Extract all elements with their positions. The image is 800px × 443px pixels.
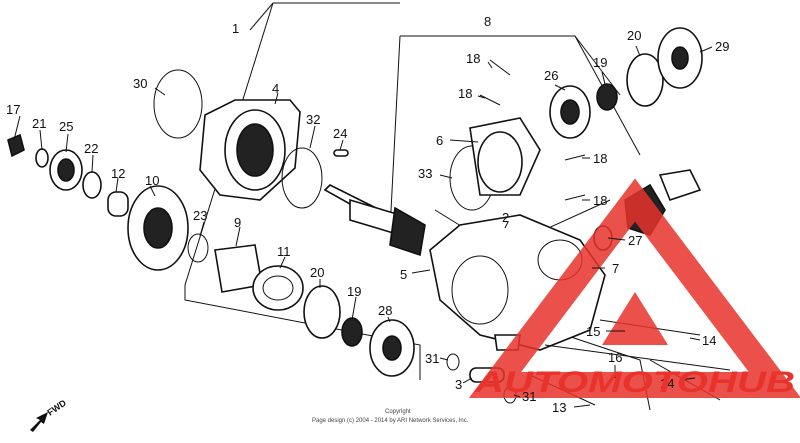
callout-18b: 18 — [458, 86, 472, 101]
callout-29: 29 — [715, 39, 729, 54]
callout-3: 3 — [455, 377, 462, 392]
shaft-gear — [323, 184, 426, 257]
callout-16: 16 — [608, 350, 622, 365]
callout-21: 21 — [32, 116, 46, 131]
watermark-logo — [468, 178, 800, 398]
callout-6: 6 — [436, 133, 443, 148]
callout-19b: 19 — [347, 284, 361, 299]
callout-5: 5 — [400, 267, 407, 282]
lower-stack — [187, 233, 415, 377]
fwd-arrow: FWD — [30, 397, 68, 432]
pin-24 — [333, 149, 349, 157]
callout-18d: 18 — [593, 193, 607, 208]
callout-30: 30 — [133, 76, 147, 91]
o-ring-30 — [153, 69, 203, 139]
callout-27: 27 — [628, 233, 642, 248]
callout-18a: 18 — [466, 51, 480, 66]
callout-17: 17 — [6, 102, 20, 117]
callout-1: 1 — [232, 21, 239, 36]
callout-4: 4 — [272, 81, 279, 96]
callout-20b: 20 — [310, 265, 324, 280]
callout-8: 8 — [484, 14, 491, 29]
callout-32: 32 — [306, 112, 320, 127]
callouts: 1 2 3 4 5 6 7 8 9 10 11 12 13 14 14 15 1… — [6, 14, 729, 415]
callout-24: 24 — [333, 126, 347, 141]
callout-33: 33 — [418, 166, 432, 181]
callout-20a: 20 — [627, 28, 641, 43]
callout-19a: 19 — [593, 55, 607, 70]
callout-15: 15 — [586, 324, 600, 339]
callout-25: 25 — [59, 119, 73, 134]
left-stack — [7, 133, 189, 271]
callout-2: 2 — [502, 210, 509, 225]
callout-18c: 18 — [593, 151, 607, 166]
housing-4 — [199, 99, 301, 201]
callout-7: 7 — [612, 261, 619, 276]
callout-14a: 14 — [702, 333, 716, 348]
callout-14b: 14 — [660, 376, 674, 391]
callout-12: 12 — [111, 166, 125, 181]
callout-9: 9 — [234, 215, 241, 230]
o-ring-32 — [281, 147, 323, 209]
fwd-label: FWD — [45, 397, 68, 417]
upper-case — [449, 59, 586, 211]
callout-10: 10 — [145, 173, 159, 188]
callout-22: 22 — [84, 141, 98, 156]
callout-11: 11 — [277, 244, 291, 259]
callout-31a: 31 — [425, 351, 439, 366]
callout-28: 28 — [378, 303, 392, 318]
leader-lines — [13, 45, 713, 408]
callout-31b: 31 — [522, 389, 536, 404]
callout-26: 26 — [544, 68, 558, 83]
assembly-frame — [184, 2, 651, 411]
upper-right-stack — [549, 27, 703, 139]
copyright-line1: Copyright — [385, 409, 411, 415]
callout-23: 23 — [193, 208, 207, 223]
watermark-text: AUTOMOTOHUB — [474, 366, 795, 399]
copyright-line2: Page design (c) 2004 - 2014 by ARI Netwo… — [312, 418, 469, 424]
callout-13: 13 — [552, 400, 566, 415]
